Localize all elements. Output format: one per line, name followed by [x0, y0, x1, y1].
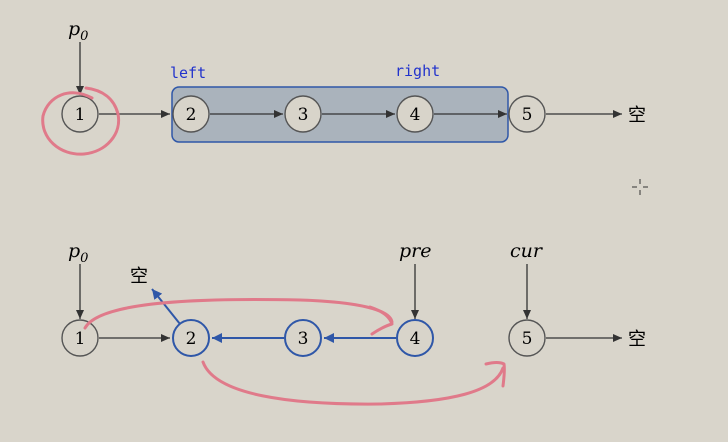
svg-text:4: 4: [410, 329, 421, 349]
top-node-5: 5: [508, 95, 546, 133]
svg-text:3: 3: [298, 105, 309, 125]
bottom-reversed-null-label: 空: [130, 266, 148, 287]
annotation-arrow-node1-to-pre: [83, 297, 394, 330]
bottom-node-4: 4: [396, 319, 434, 357]
svg-text:3: 3: [298, 329, 309, 349]
svg-text:1: 1: [75, 105, 86, 125]
bottom-diagram: p0 pre cur 空 1 2 3 4: [61, 240, 646, 406]
svg-text:5: 5: [522, 105, 533, 125]
bottom-node-2: 2: [172, 319, 210, 357]
top-node-3: 3: [284, 95, 322, 133]
top-right-label: right: [395, 62, 440, 80]
bottom-link-2-null: [151, 288, 181, 325]
bottom-null-label: 空: [628, 329, 646, 350]
bottom-node-3: 3: [284, 319, 322, 357]
svg-text:5: 5: [522, 329, 533, 349]
svg-text:2: 2: [186, 329, 197, 349]
svg-text:2: 2: [186, 105, 197, 125]
annotation-arrow-node2-to-cur: [201, 360, 505, 406]
top-diagram: p0 left right 1 2 3 4 5: [41, 18, 646, 156]
bottom-p0-label: p0: [68, 240, 88, 266]
top-left-label: left: [170, 64, 206, 82]
bottom-cur-label: cur: [510, 240, 544, 262]
crosshair-cursor-icon: [632, 179, 648, 195]
bottom-pre-label: pre: [399, 240, 432, 262]
svg-text:1: 1: [75, 329, 86, 349]
annotation-arrowhead-cur: [484, 361, 506, 388]
bottom-node-1: 1: [61, 319, 99, 357]
svg-text:4: 4: [410, 105, 421, 125]
top-node-1: 1: [61, 95, 99, 133]
top-node-4: 4: [396, 95, 434, 133]
top-null-label: 空: [628, 105, 646, 126]
top-p0-label: p0: [68, 18, 88, 44]
annotation-arrowhead-pre: [368, 305, 394, 336]
bottom-node-5: 5: [508, 319, 546, 357]
annotation-circle-node-1: [41, 86, 121, 156]
top-node-2: 2: [172, 95, 210, 133]
